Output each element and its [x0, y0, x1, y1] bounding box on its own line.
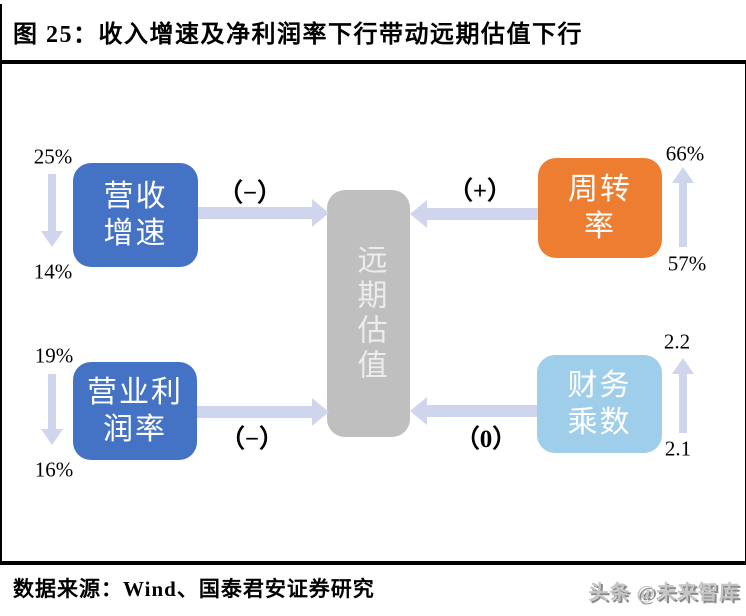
label-line: 乘数 [567, 406, 632, 439]
multiplier-start-value: 2.1 [664, 436, 692, 461]
arrow-body [48, 374, 56, 431]
arrow-head [312, 199, 329, 227]
title-left-border [0, 4, 2, 60]
arrow-head [312, 398, 329, 426]
arrow-body [197, 406, 314, 418]
label-line: 润率 [103, 413, 167, 446]
label-line: 营收 [103, 179, 168, 213]
figure-frame: 远期估值 25% 14% 营收 增速 （−） 19% 16% [0, 60, 746, 565]
trend-up-arrow [672, 358, 694, 433]
connector-multiplier-to-valuation [410, 397, 537, 425]
watermark: 头条 @未来智库 [588, 582, 740, 604]
arrow-head [41, 429, 63, 445]
node-operating-profit-margin: 营业利 润率 [73, 362, 197, 460]
label-line: 财务 [567, 368, 632, 402]
arrow-body [679, 181, 687, 247]
multiplier-sign-label: （0） [454, 426, 518, 453]
connector-turnover-to-valuation [410, 200, 538, 228]
margin-start-value: 19% [34, 343, 74, 368]
arrow-body [425, 405, 537, 417]
turnover-end-value: 66% [665, 141, 705, 166]
revenue-sign-label: （−） [217, 180, 283, 207]
arrow-body [679, 372, 687, 433]
trend-up-arrow [672, 167, 694, 247]
margin-sign-label: （−） [219, 426, 285, 453]
label-line: 增速 [103, 217, 168, 250]
trend-down-arrow [41, 174, 63, 247]
arrow-body [48, 174, 56, 233]
node-revenue-growth: 营收 增速 [73, 163, 198, 267]
node-turnover-rate: 周转 率 [538, 158, 662, 258]
arrow-head [672, 358, 694, 374]
figure-title: 图 25：收入增速及净利润率下行带动远期估值下行 [13, 22, 583, 48]
node-revenue-growth-label: 营收 增速 [104, 178, 168, 253]
revenue-growth-end-value: 14% [33, 259, 73, 284]
node-operating-profit-margin-label: 营业利 润率 [87, 374, 183, 449]
arrow-head [41, 231, 63, 247]
data-source-note: 数据来源：Wind、国泰君安证券研究 [13, 577, 375, 601]
trend-down-arrow [41, 374, 63, 445]
revenue-growth-start-value: 25% [33, 144, 73, 169]
label-line: 营业利 [87, 375, 183, 409]
arrow-head [410, 200, 427, 228]
turnover-start-value: 57% [667, 251, 707, 276]
forward-valuation-label: 远期估值 [352, 243, 386, 384]
arrow-head [672, 167, 694, 183]
label-line: 周转 [568, 172, 632, 206]
turnover-sign-label: （+） [447, 178, 513, 205]
connector-margin-to-valuation [197, 398, 329, 426]
arrow-head [410, 397, 427, 425]
node-turnover-rate-label: 周转 率 [568, 171, 632, 246]
node-forward-valuation: 远期估值 [327, 190, 410, 437]
connector-revenue-to-valuation [198, 199, 329, 227]
label-line: 率 [584, 210, 616, 243]
margin-end-value: 16% [34, 457, 74, 482]
multiplier-end-value: 2.2 [663, 329, 691, 354]
arrow-body [198, 207, 314, 219]
node-financial-multiplier: 财务 乘数 [537, 355, 662, 453]
arrow-body [425, 208, 538, 220]
node-financial-multiplier-label: 财务 乘数 [568, 367, 632, 442]
